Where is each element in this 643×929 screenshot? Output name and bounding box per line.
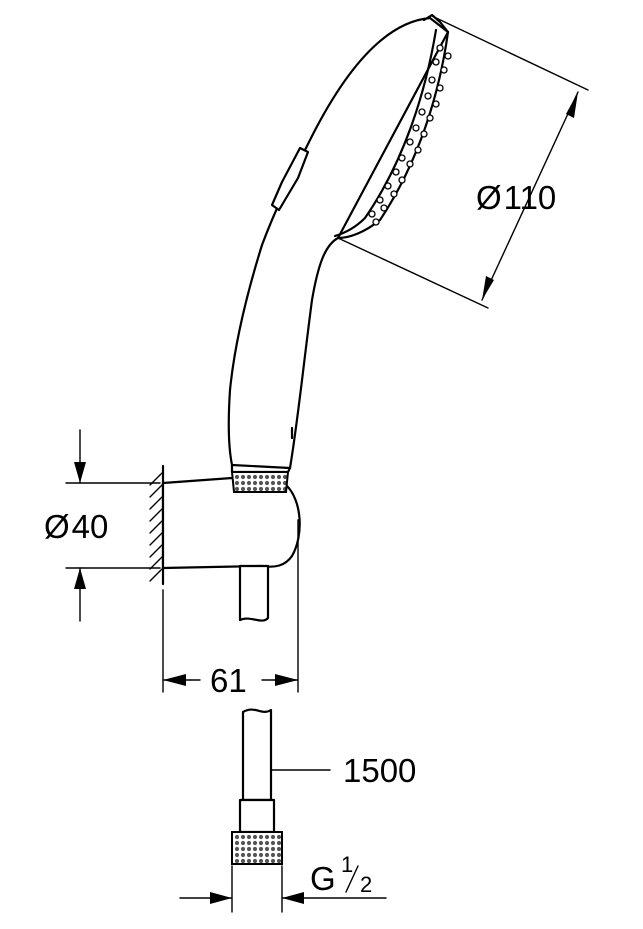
spray-nozzles: [368, 44, 452, 226]
dim-thread-denominator: 2: [360, 872, 372, 897]
hose-lower: [241, 708, 273, 802]
hand-shower: [227, 13, 452, 474]
dim-thread-prefix: G: [310, 860, 336, 897]
dim-thread-numerator: 1: [341, 852, 353, 877]
dim-holder-diameter: Ø40: [44, 429, 161, 622]
dim-hose-length-label: 1500: [343, 752, 416, 789]
spray-face: [336, 30, 450, 240]
dim-head-diameter-label: Ø110: [476, 179, 556, 216]
dim-thread: G 1 2: [179, 852, 387, 913]
hand-shower-body: [227, 16, 450, 470]
wall-holder: [149, 464, 301, 622]
dim-hose-length: 1500: [270, 752, 416, 789]
holder-knurl-collar: [230, 471, 290, 493]
spray-face-rim: [333, 28, 438, 238]
dim-head-diameter: Ø110: [337, 15, 589, 309]
dim-holder-diameter-label: Ø40: [44, 508, 108, 545]
dim-projection-label: 61: [210, 662, 247, 699]
dim-projection: 61: [162, 519, 299, 699]
hose-upper: [238, 564, 270, 622]
hose-ferrule: [238, 798, 276, 834]
hose-nut: [231, 831, 283, 865]
hose-detail: [231, 708, 283, 865]
wall-hatch: [149, 471, 164, 582]
spray-selector-button: [270, 146, 310, 212]
